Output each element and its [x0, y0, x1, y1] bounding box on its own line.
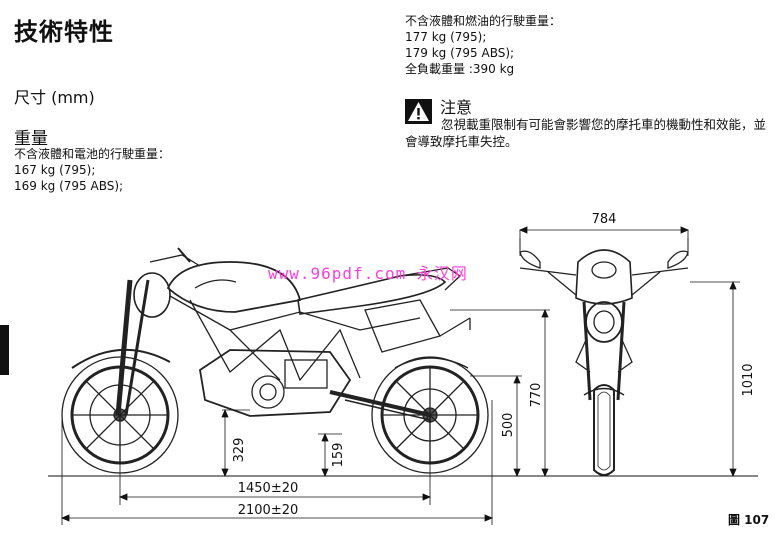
- height-500-label: 500: [501, 413, 516, 438]
- page-title: 技術特性: [14, 18, 114, 46]
- warning-icon: [405, 99, 432, 124]
- width-784-label: 784: [592, 212, 617, 227]
- warning-title: 注意: [440, 98, 473, 117]
- wet-weight-label: 不含液體和燃油的行駛重量：: [405, 14, 562, 28]
- height-1010-label: 1010: [741, 363, 756, 396]
- wet-weight-795abs: 179 kg (795 ABS);: [405, 46, 515, 60]
- height-159-label: 159: [331, 443, 346, 468]
- length-label: 2100±20: [238, 503, 299, 518]
- dimensions-heading: 尺寸 (mm): [14, 88, 95, 107]
- weight-heading: 重量: [14, 129, 48, 149]
- dry-weight-795abs: 169 kg (795 ABS);: [14, 179, 124, 193]
- full-load-weight: 全負載重量 :390 kg: [405, 62, 515, 76]
- motorcycle-front-view: [519, 249, 689, 476]
- section-tab-marker: [0, 325, 9, 375]
- seat-770-label: 770: [529, 383, 544, 408]
- watermark-text: www.96pdf.com 永汉网: [268, 264, 468, 283]
- figure-label: 圖 107: [728, 513, 770, 527]
- dry-weight-795: 167 kg (795);: [14, 163, 96, 177]
- wheelbase-label: 1450±20: [238, 481, 299, 496]
- clearance-329-label: 329: [232, 438, 247, 463]
- warning-text: 忽視載重限制有可能會影響您的摩托車的機動性和效能，並會導致摩托車失控。: [405, 117, 767, 149]
- dry-weight-label: 不含液體和電池的行駛重量：: [14, 147, 171, 161]
- wet-weight-795: 177 kg (795);: [405, 30, 487, 44]
